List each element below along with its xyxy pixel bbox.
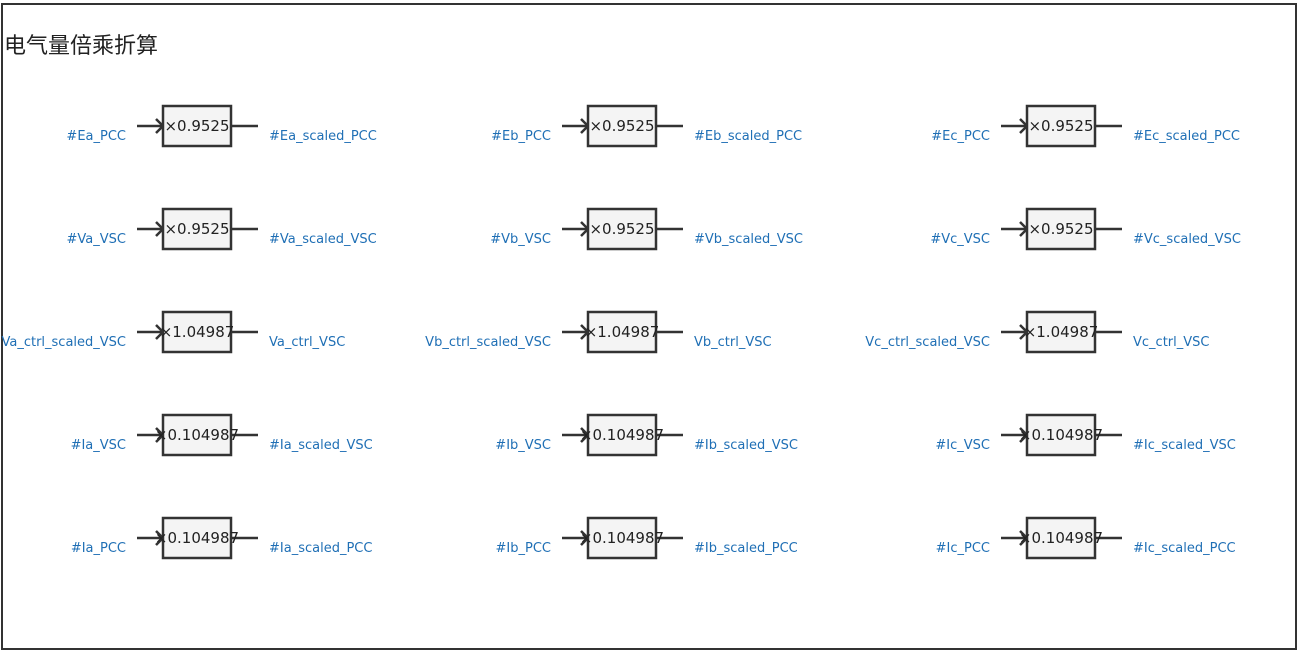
gain-value: ×0.104987 — [155, 426, 239, 444]
gain-block[interactable]: ×0.9525 #Eb_PCC #Eb_scaled_PCC — [491, 104, 802, 148]
gain-box[interactable] — [586, 413, 658, 457]
gain-value: ×0.9525 — [164, 220, 229, 238]
gain-value: ×0.104987 — [580, 529, 664, 547]
gain-block[interactable]: ×0.104987 #Ic_PCC #Ic_scaled_PCC — [936, 516, 1236, 560]
gain-block[interactable]: ×0.9525 #Va_VSC #Va_scaled_VSC — [67, 207, 377, 251]
page-title: 电气量倍乘折算 — [4, 34, 159, 59]
gain-box[interactable] — [161, 516, 233, 560]
input-signal-label[interactable]: #Ia_VSC — [71, 438, 126, 453]
gain-box[interactable] — [1025, 104, 1097, 148]
gain-value: ×0.9525 — [1028, 117, 1093, 135]
output-signal-label[interactable]: #Ia_scaled_PCC — [269, 541, 372, 556]
input-signal-label[interactable]: #Va_VSC — [67, 232, 126, 247]
gain-value: ×1.04987 — [585, 323, 660, 341]
input-signal-label[interactable]: Vc_ctrl_scaled_VSC — [865, 335, 990, 350]
output-signal-label[interactable]: #Ic_scaled_PCC — [1133, 541, 1236, 556]
gain-block[interactable]: ×0.9525 #Ec_PCC #Ec_scaled_PCC — [931, 104, 1240, 148]
input-signal-label[interactable]: #Ic_VSC — [935, 438, 990, 453]
gain-block[interactable]: ×0.9525 #Vb_VSC #Vb_scaled_VSC — [490, 207, 803, 251]
gain-value: ×0.104987 — [1019, 529, 1103, 547]
input-signal-label[interactable]: #Eb_PCC — [491, 129, 551, 144]
input-signal-label[interactable]: #Vb_VSC — [490, 232, 551, 247]
output-signal-label[interactable]: #Vb_scaled_VSC — [694, 232, 803, 247]
gain-box[interactable] — [1025, 310, 1097, 354]
input-signal-label[interactable]: Va_ctrl_scaled_VSC — [1, 335, 126, 350]
gain-value: ×1.04987 — [160, 323, 235, 341]
input-signal-label[interactable]: #Ec_PCC — [931, 129, 990, 144]
input-signal-label[interactable]: #Ib_PCC — [496, 541, 551, 556]
gain-value: ×0.9525 — [589, 117, 654, 135]
output-signal-label[interactable]: Vc_ctrl_VSC — [1133, 335, 1209, 350]
output-signal-label[interactable]: #Va_scaled_VSC — [269, 232, 377, 247]
output-signal-label[interactable]: Va_ctrl_VSC — [269, 335, 345, 350]
gain-block[interactable]: ×0.9525 #Ea_PCC #Ea_scaled_PCC — [66, 104, 377, 148]
gain-value: ×0.9525 — [589, 220, 654, 238]
output-signal-label[interactable]: #Ec_scaled_PCC — [1133, 129, 1240, 144]
gain-value: ×0.9525 — [1028, 220, 1093, 238]
gain-block[interactable]: ×0.104987 #Ic_VSC #Ic_scaled_VSC — [935, 413, 1236, 457]
gain-block[interactable]: ×0.104987 #Ia_VSC #Ia_scaled_VSC — [71, 413, 373, 457]
gain-box[interactable] — [161, 413, 233, 457]
input-signal-label[interactable]: #Ea_PCC — [66, 129, 126, 144]
input-signal-label[interactable]: #Ib_VSC — [495, 438, 551, 453]
gain-block[interactable]: ×0.104987 #Ib_PCC #Ib_scaled_PCC — [496, 516, 798, 560]
output-signal-label[interactable]: Vb_ctrl_VSC — [694, 335, 772, 350]
input-signal-label[interactable]: #Ic_PCC — [936, 541, 990, 556]
gain-box[interactable] — [1025, 516, 1097, 560]
gain-value: ×0.104987 — [155, 529, 239, 547]
output-signal-label[interactable]: #Ia_scaled_VSC — [269, 438, 373, 453]
gain-value: ×0.104987 — [1019, 426, 1103, 444]
input-signal-label[interactable]: #Vc_VSC — [930, 232, 990, 247]
output-signal-label[interactable]: #Ib_scaled_PCC — [694, 541, 798, 556]
output-signal-label[interactable]: #Ib_scaled_VSC — [694, 438, 798, 453]
input-signal-label[interactable]: #Ia_PCC — [71, 541, 126, 556]
output-signal-label[interactable]: #Vc_scaled_VSC — [1133, 232, 1241, 247]
gain-value: ×0.9525 — [164, 117, 229, 135]
output-signal-label[interactable]: #Ic_scaled_VSC — [1133, 438, 1236, 453]
output-signal-label[interactable]: #Eb_scaled_PCC — [694, 129, 802, 144]
gain-value: ×0.104987 — [580, 426, 664, 444]
gain-block[interactable]: ×0.104987 #Ib_VSC #Ib_scaled_VSC — [495, 413, 798, 457]
gain-block[interactable]: ×0.9525 #Vc_VSC #Vc_scaled_VSC — [930, 207, 1241, 251]
output-signal-label[interactable]: #Ea_scaled_PCC — [269, 129, 377, 144]
input-signal-label[interactable]: Vb_ctrl_scaled_VSC — [425, 335, 551, 350]
gain-value: ×1.04987 — [1024, 323, 1099, 341]
gain-block[interactable]: ×0.104987 #Ia_PCC #Ia_scaled_PCC — [71, 516, 373, 560]
gain-box[interactable] — [161, 310, 233, 354]
